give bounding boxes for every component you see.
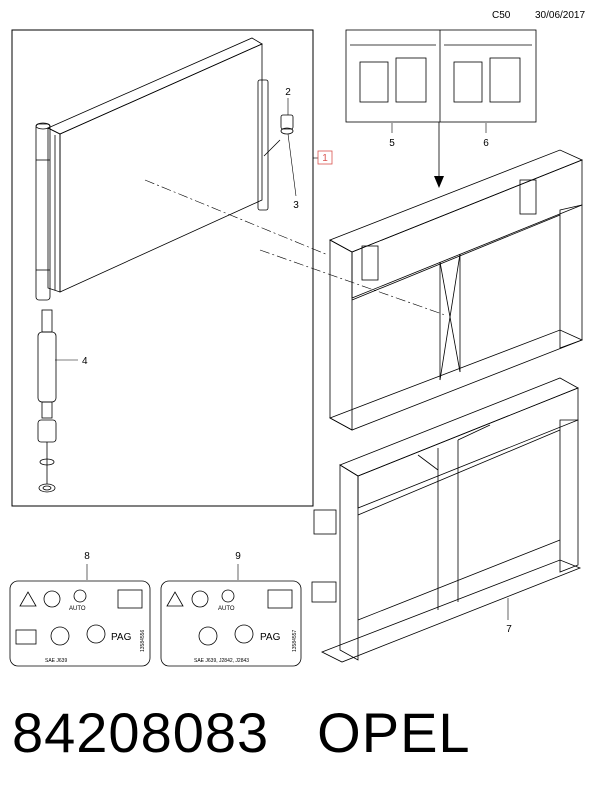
- fitting-drawing: [263, 114, 294, 157]
- callout-leaders: [55, 98, 509, 620]
- callout-6: 6: [483, 138, 489, 149]
- callout-2: 2: [285, 87, 291, 98]
- label8-sae: SAE J639: [45, 658, 67, 664]
- brand-name: OPEL: [317, 701, 471, 764]
- page-code: C50: [492, 10, 511, 21]
- label8-code: 13584556: [140, 630, 146, 652]
- leader-lines: [144, 179, 446, 316]
- detail-inset: [345, 29, 537, 123]
- lower-support-frame-drawing: [311, 377, 582, 663]
- drier-cartridge-drawing: [37, 309, 57, 493]
- callout-8: 8: [84, 551, 90, 562]
- detail-arrow: [434, 122, 444, 188]
- warning-label-9: [160, 580, 302, 667]
- label8-auto: AUTO: [69, 606, 86, 612]
- callout-5: 5: [389, 138, 395, 149]
- callout-1-box: [317, 150, 333, 165]
- part-number: 84208083: [12, 701, 270, 764]
- upper-support-frame-drawing: [329, 149, 584, 431]
- condenser-drawing: [35, 37, 269, 301]
- footer: 84208083 OPEL: [12, 700, 471, 765]
- page-date: 30/06/2017: [535, 10, 586, 21]
- callout-1: 1: [322, 153, 328, 164]
- parts-diagram: AUTO PAG SAE J639 13584556 AUTO PAG SAE …: [9, 29, 584, 667]
- label9-auto: AUTO: [218, 606, 235, 612]
- callout-7: 7: [506, 624, 512, 635]
- label8-pag: PAG: [111, 632, 132, 643]
- label9-pag: PAG: [260, 632, 281, 643]
- warning-label-8: [9, 580, 151, 667]
- callout-4: 4: [82, 356, 88, 367]
- callout-9: 9: [235, 551, 241, 562]
- callout-3: 3: [293, 200, 299, 211]
- label9-sae: SAE J639, J2842, J2843: [194, 658, 249, 664]
- detail-frame: [11, 29, 314, 507]
- label9-code: 13584557: [292, 630, 298, 652]
